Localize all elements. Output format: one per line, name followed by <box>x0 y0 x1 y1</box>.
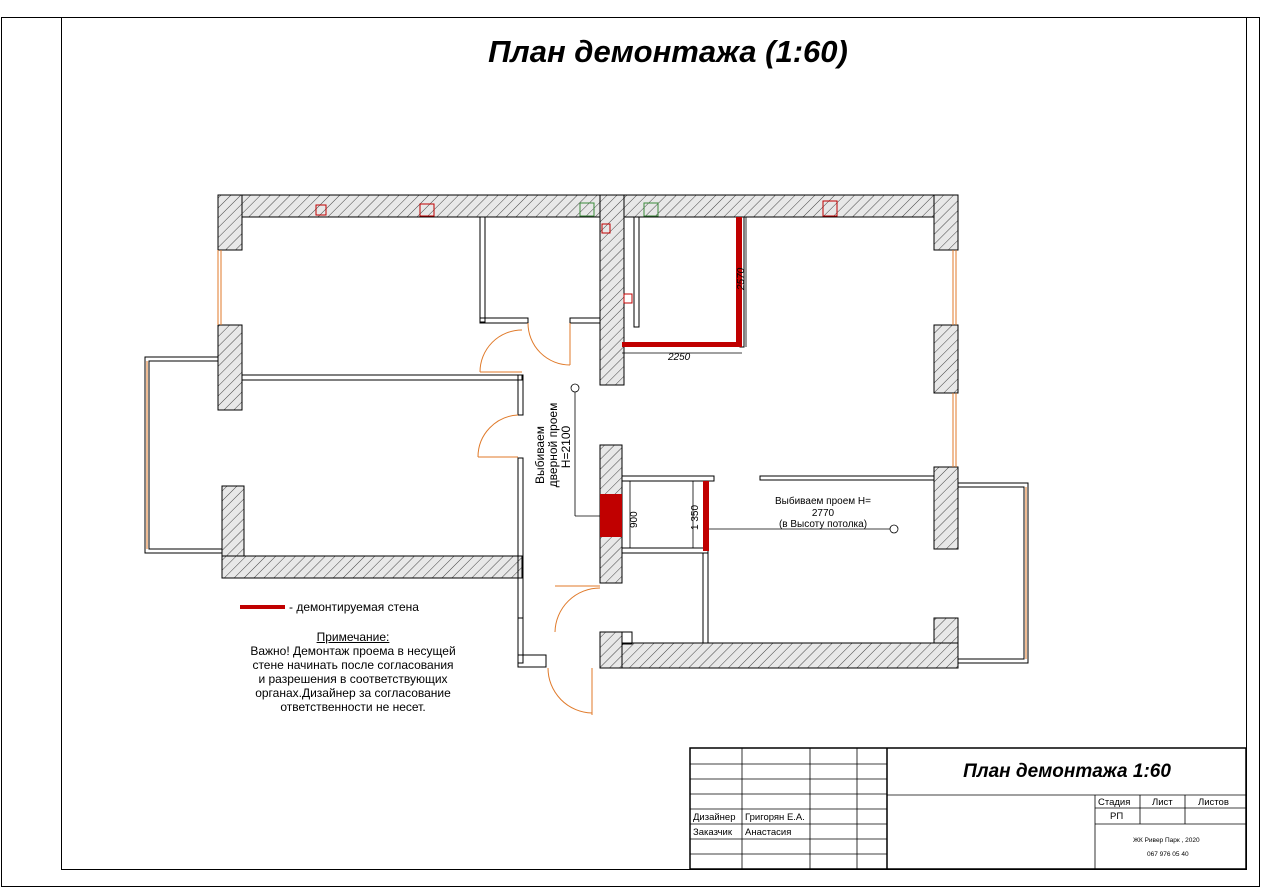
bottom-wall-left <box>221 555 523 579</box>
center-wall-top <box>599 194 625 386</box>
legend-label: - демонтируемая стена <box>289 600 419 614</box>
opening-label-3: (в Высоту потолка) <box>779 519 867 530</box>
left-wall-mid <box>217 324 243 411</box>
stage-value: РП <box>1110 810 1124 822</box>
demolished-partition <box>703 481 709 551</box>
legend-swatch <box>240 605 285 609</box>
windows <box>217 250 957 467</box>
title-block: План демонтажа 1:60 Дизайнер Григорян Е.… <box>690 748 1246 869</box>
doors <box>477 322 601 715</box>
right-wall-mid <box>933 324 959 394</box>
page-title: План демонтажа (1:60) <box>488 34 848 69</box>
door-opening-label-3: H=2100 <box>559 425 573 468</box>
phone: 067 976 05 40 <box>1147 850 1189 858</box>
customer-name: Анастасия <box>745 826 792 838</box>
left-wall-top <box>217 194 243 251</box>
note-line-4: органах.Дизайнер за согласование <box>255 686 451 700</box>
note: Примечание: Важно! Демонтаж проема в нес… <box>222 630 484 714</box>
partitions <box>241 216 935 668</box>
note-line-2: стене начинать после согласования <box>252 658 454 672</box>
title-block-title: План демонтажа 1:60 <box>963 760 1171 782</box>
dimension-lines <box>574 217 890 548</box>
opening-label-2: 2770 <box>812 508 835 519</box>
note-line-3: и разрешения в соответствующих <box>258 672 448 686</box>
right-wall-low <box>933 466 959 550</box>
sheet-label: Лист <box>1152 796 1173 808</box>
designer-name: Григорян Е.А. <box>745 811 805 823</box>
top-wall <box>217 194 959 218</box>
balconies <box>144 356 1029 664</box>
demolished-wall-horizontal <box>622 342 742 347</box>
demolished-opening-block <box>600 494 622 537</box>
demolished-wall-vertical <box>736 217 742 347</box>
load-bearing-walls <box>217 194 959 669</box>
designer-label: Дизайнер <box>693 811 736 823</box>
door-opening-label-2: дверной проем <box>546 403 560 488</box>
note-title: Примечание: <box>316 630 390 644</box>
drawing-frame <box>61 17 1247 870</box>
title-block-grid <box>689 747 1247 870</box>
demolished-walls <box>600 217 742 551</box>
right-wall-top <box>933 194 959 251</box>
dim-2250: 2250 <box>667 352 691 363</box>
dim-900: 900 <box>629 511 640 528</box>
project-name: ЖК Ривер Парк , 2020 <box>1133 836 1200 844</box>
stage-label: Стадия <box>1098 796 1131 808</box>
note-line-5: ответственности не несет. <box>280 700 426 714</box>
vent-marks <box>315 200 838 304</box>
note-line-1: Важно! Демонтаж проема в несущей <box>250 644 456 658</box>
center-wall-bottom <box>599 631 623 669</box>
legend: - демонтируемая стена <box>240 600 419 614</box>
sheets-label: Листов <box>1198 796 1229 808</box>
balcony-glazing <box>146 361 1027 659</box>
opening-label-1: Выбиваем проем H= <box>775 495 871 507</box>
dim-2570: 2570 <box>736 267 747 291</box>
leader-circles <box>570 383 899 534</box>
customer-label: Заказчик <box>693 826 733 838</box>
door-opening-label-1: Выбиваем <box>533 426 547 484</box>
bottom-wall-right <box>599 642 959 669</box>
dim-1350: 1 350 <box>690 505 701 530</box>
